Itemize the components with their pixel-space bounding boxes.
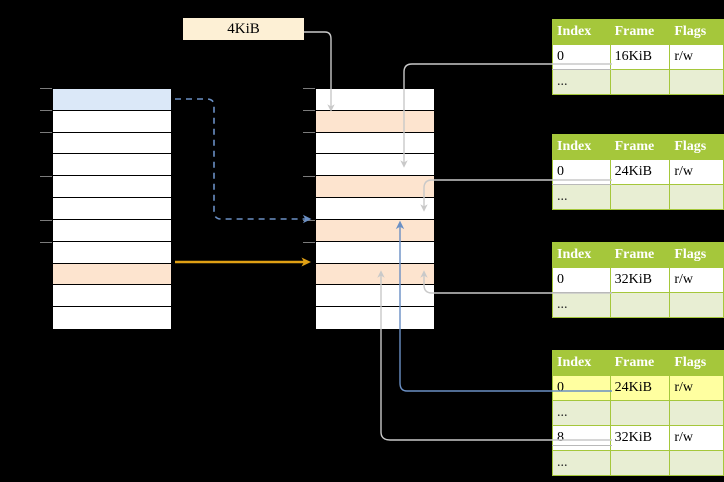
physical-memory-row — [316, 198, 434, 220]
frame-cell — [609, 292, 671, 318]
virtual-memory-row — [53, 307, 171, 329]
flags-cell — [669, 69, 724, 95]
physical-memory-column — [315, 88, 435, 330]
index-cell: 0 — [552, 267, 611, 293]
frame-cell — [609, 184, 671, 210]
index-cell: 0 — [552, 44, 611, 70]
frame-cell: 24KiB — [609, 159, 671, 185]
page-table-ellipsis-row: ... — [552, 69, 724, 95]
column-header-index: Index — [552, 242, 611, 268]
virtual-memory-row — [53, 285, 171, 308]
physical-memory-row — [316, 263, 434, 286]
virtual-memory-row — [53, 132, 171, 155]
virtual-memory-row — [53, 110, 171, 133]
physical-memory-row — [316, 241, 434, 264]
flags-cell: r/w — [669, 159, 724, 185]
virtual-memory-row — [53, 154, 171, 177]
column-header-flags: Flags — [669, 19, 724, 45]
flags-cell: r/w — [669, 267, 724, 293]
frame-cell: 24KiB — [609, 375, 671, 401]
physical-memory-row — [316, 219, 434, 242]
column-header-frame: Frame — [609, 350, 671, 376]
index-cell: 0 — [552, 375, 611, 401]
physical-memory-row — [316, 110, 434, 133]
virtual-row0-to-physical-dashed-wire — [175, 98, 312, 224]
physical-memory-row — [316, 132, 434, 155]
virtual-memory-row — [53, 176, 171, 199]
virtual-memory-column — [52, 88, 172, 330]
column-header-frame: Frame — [609, 242, 671, 268]
page-size-callout: 4KiB — [183, 18, 304, 40]
page-table-ellipsis-row: ... — [552, 450, 724, 476]
column-header-index: Index — [552, 134, 611, 160]
physical-memory-row — [316, 154, 434, 177]
index-cell: ... — [552, 292, 611, 318]
flags-cell: r/w — [669, 44, 724, 70]
flags-cell: r/w — [669, 375, 724, 401]
flags-cell: r/w — [669, 425, 724, 451]
page-table-ellipsis-row: ... — [552, 400, 724, 426]
column-header-flags: Flags — [669, 242, 724, 268]
flags-cell — [669, 184, 724, 210]
virtual-memory-row — [53, 241, 171, 264]
index-cell: ... — [552, 450, 611, 476]
physical-memory-row — [316, 89, 434, 111]
column-header-index: Index — [552, 19, 611, 45]
frame-cell — [609, 69, 671, 95]
physical-column-tick-marks — [303, 88, 315, 243]
virtual-memory-row — [53, 198, 171, 220]
frame-cell — [609, 400, 671, 426]
page-table-ellipsis-row: ... — [552, 184, 724, 210]
column-header-frame: Frame — [609, 19, 671, 45]
virtual-memory-row — [53, 263, 171, 286]
index-cell: 8 — [552, 425, 611, 451]
column-header-flags: Flags — [669, 350, 724, 376]
frame-cell: 32KiB — [609, 425, 671, 451]
flags-cell — [669, 450, 724, 476]
index-cell: ... — [552, 69, 611, 95]
virtual-memory-row — [53, 89, 171, 111]
column-header-flags: Flags — [669, 134, 724, 160]
column-header-index: Index — [552, 350, 611, 376]
physical-memory-row — [316, 307, 434, 329]
index-cell: 0 — [552, 159, 611, 185]
page-table-ellipsis-row: ... — [552, 292, 724, 318]
virtual-memory-row — [53, 219, 171, 242]
flags-cell — [669, 292, 724, 318]
frame-cell: 16KiB — [609, 44, 671, 70]
column-header-frame: Frame — [609, 134, 671, 160]
virtual-column-tick-marks — [40, 88, 52, 243]
index-cell: ... — [552, 184, 611, 210]
frame-cell: 32KiB — [609, 267, 671, 293]
physical-memory-row — [316, 176, 434, 199]
index-cell: ... — [552, 400, 611, 426]
physical-memory-row — [316, 285, 434, 308]
frame-cell — [609, 450, 671, 476]
flags-cell — [669, 400, 724, 426]
